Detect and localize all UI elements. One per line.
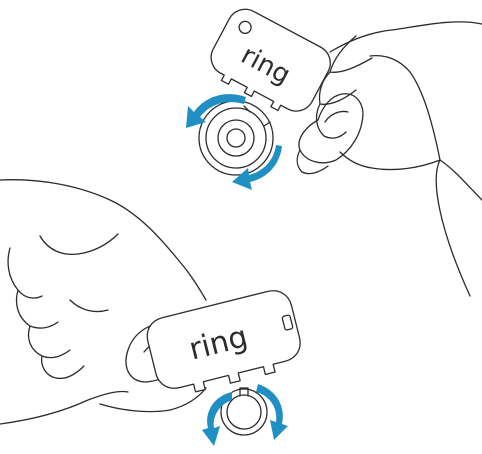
top-security-screw-icon [199, 101, 273, 175]
bottom-screwdriver-tool: ring [143, 287, 306, 400]
top-step-illustration: ring [186, 3, 482, 296]
bottom-step-illustration: ring [0, 180, 306, 446]
